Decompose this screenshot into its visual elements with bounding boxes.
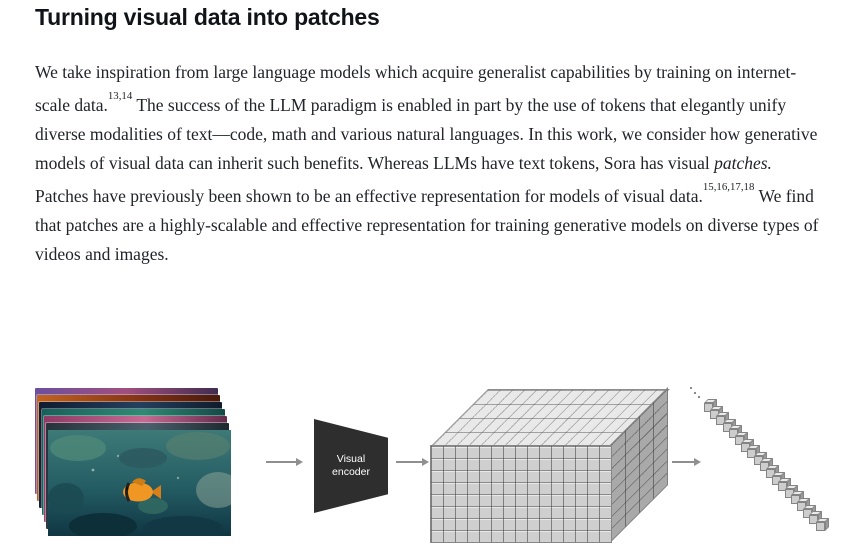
arrow-right-icon: [266, 458, 303, 466]
video-frame-front: [48, 430, 231, 536]
visual-encoder-label: Visual encoder: [332, 453, 370, 478]
patch-grid-front-face: [430, 445, 612, 543]
page-title: Turning visual data into patches: [35, 4, 380, 30]
arrow-right-icon: [396, 458, 429, 466]
sequence-continuation-dot: [690, 387, 692, 389]
arrow-right-icon: [672, 458, 701, 466]
paragraph-text: The success of the LLM paradigm is enabl…: [35, 94, 818, 173]
paragraph-text: We take inspiration from large language …: [35, 62, 797, 115]
sequence-continuation-dot: [694, 391, 696, 394]
paragraph-text: We find that patches are a highly-scalab…: [35, 185, 819, 264]
video-frame-stack: [34, 387, 231, 536]
patch-cube: [815, 521, 825, 531]
patch-grid-3d: [430, 387, 670, 543]
patches-figure: Visual encoder: [0, 385, 850, 549]
underwater-scene-image: [48, 430, 231, 536]
emphasized-text: patches.: [714, 152, 772, 173]
sequence-continuation-dot: [698, 396, 700, 398]
paragraph-text: Patches have previously been shown to be…: [35, 185, 703, 206]
citation-link[interactable]: 15,16,17,18: [702, 180, 755, 193]
body-paragraph: We take inspiration from large language …: [35, 58, 819, 269]
visual-encoder-block: Visual encoder: [314, 419, 388, 513]
citation-link[interactable]: 13,14: [107, 90, 133, 103]
patch-sequence: [688, 387, 838, 537]
